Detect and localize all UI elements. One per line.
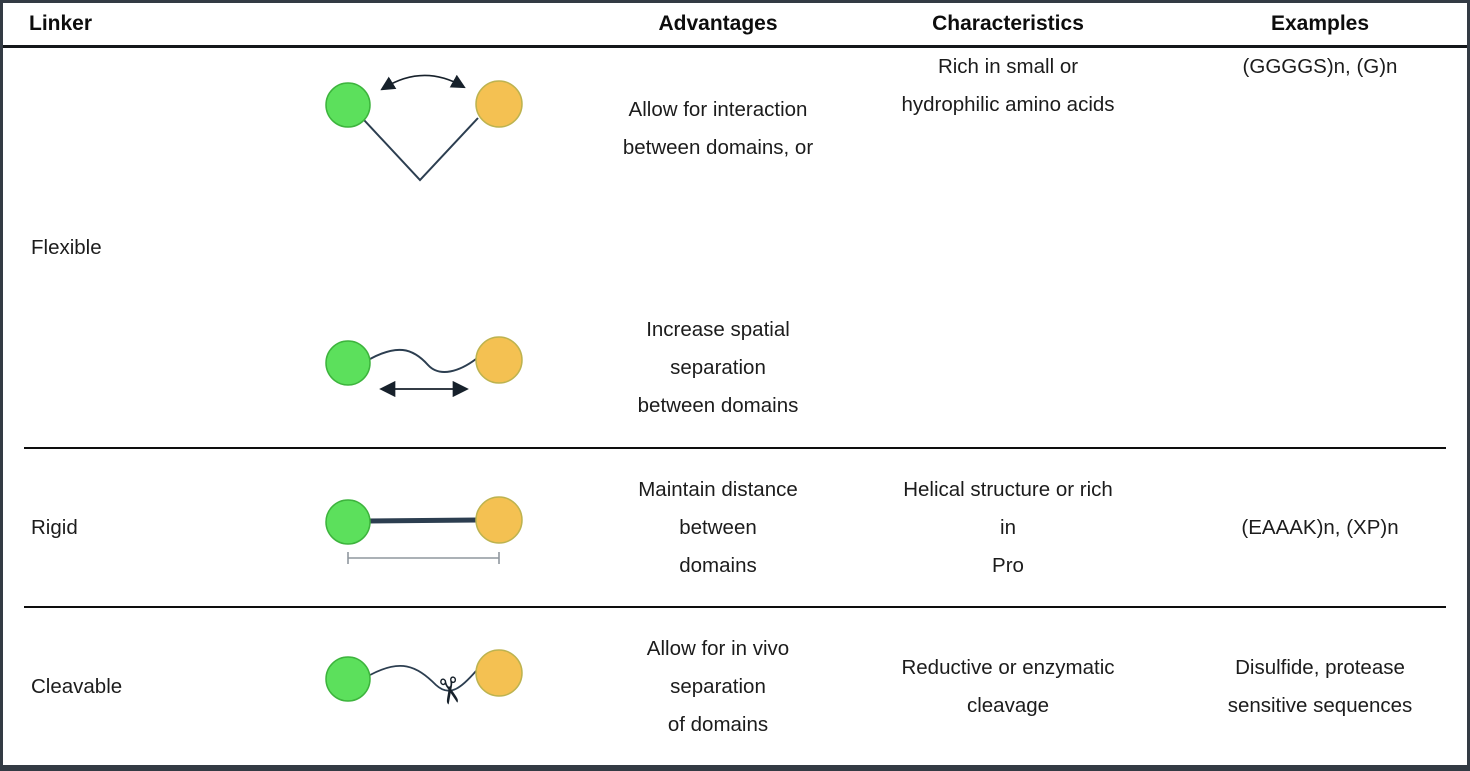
table-header-row: Linker Advantages Characteristics Exampl… xyxy=(3,3,1467,48)
flexible-characteristics-cell: Rich in small or hydrophilic amino acids xyxy=(901,55,1115,116)
rigid-examples-cell: (EAAAK)n, (XP)n xyxy=(1241,515,1399,539)
column-header-characteristics: Characteristics xyxy=(932,12,1084,35)
table-row-rigid: Rigid Maintain distance between domains … xyxy=(3,449,1467,606)
table-row-cleavable: Cleavable ✂ Allow for in vivo separation… xyxy=(3,608,1467,765)
distance-measure-icon xyxy=(347,551,500,564)
arc-double-arrow-icon xyxy=(380,74,466,91)
rigid-advantages-cell: Maintain distance between domains xyxy=(638,477,798,577)
v-linker-line xyxy=(363,117,479,182)
flexible-interaction-schematic xyxy=(325,74,523,182)
cleavable-examples-cell: Disulfide, protease sensitive sequences xyxy=(1227,655,1413,717)
wavy-linker-line xyxy=(369,664,477,691)
flexible-advantages-cell: Allow for interaction between domains, o… xyxy=(593,48,843,447)
cleavable-characteristics-cell: Reductive or enzymatic cleavage xyxy=(901,655,1115,717)
cleavable-linker-schematic: ✂ xyxy=(318,637,528,737)
row-label-flexible: Flexible xyxy=(3,48,253,447)
flexible-diagram-cell xyxy=(253,48,593,447)
domain-circle-left xyxy=(325,498,371,545)
advantage-text-separation: Increase spatial separation between doma… xyxy=(637,318,799,417)
domain-circle-right xyxy=(475,648,523,697)
cleavable-diagram-cell: ✂ xyxy=(253,637,593,737)
row-divider xyxy=(24,606,1446,608)
flexible-separation-schematic xyxy=(325,336,523,398)
scissors-icon: ✂ xyxy=(426,671,473,710)
rigid-linker-line xyxy=(367,517,479,523)
rigid-linker-schematic xyxy=(325,495,523,564)
rigid-characteristics-cell: Helical structure or rich in Pro xyxy=(903,477,1113,577)
flexible-examples-cell: (GGGGS)n, (G)n xyxy=(1242,55,1398,78)
domain-circle-right xyxy=(475,495,523,544)
domain-circle-left xyxy=(325,655,371,702)
domain-circle-left xyxy=(325,82,371,128)
domain-circle-right xyxy=(475,336,523,384)
domain-circle-left xyxy=(325,340,371,386)
column-header-examples: Examples xyxy=(1270,12,1370,35)
wavy-linker-line xyxy=(369,348,477,373)
column-header-advantages: Advantages xyxy=(658,12,778,35)
row-label-rigid: Rigid xyxy=(31,515,78,539)
domain-circle-right xyxy=(475,80,523,128)
advantage-text-interaction: Allow for interaction between domains, o… xyxy=(622,98,814,159)
column-header-linker: Linker xyxy=(29,12,93,35)
row-label-cleavable: Cleavable xyxy=(31,674,123,698)
row-label-text: Flexible xyxy=(31,235,102,259)
cleavable-advantages-cell: Allow for in vivo separation of domains xyxy=(646,636,790,736)
table-row-flexible: Flexible xyxy=(3,48,1467,447)
row-divider xyxy=(24,447,1446,449)
rigid-diagram-cell xyxy=(253,480,593,576)
